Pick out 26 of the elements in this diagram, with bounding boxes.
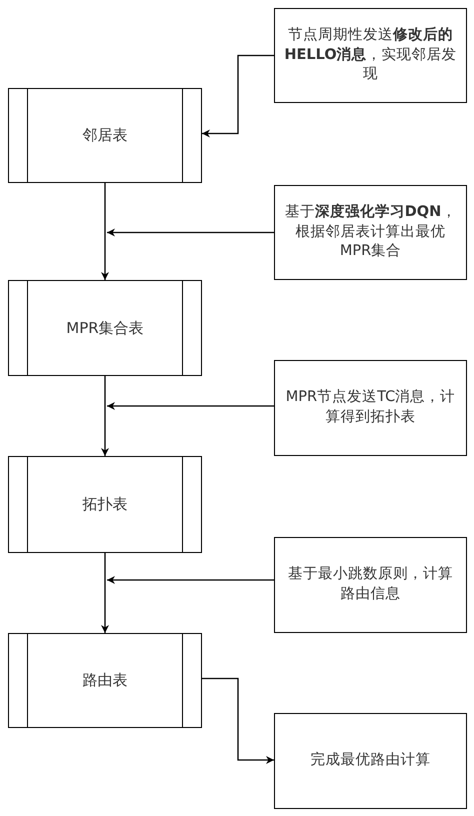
node-text: 邻居表 (82, 125, 128, 146)
arrow (107, 576, 274, 584)
node-text: 基于深度强化学习DQN，根据邻居表计算出最优MPR集合 (284, 203, 458, 262)
process-box (8, 633, 202, 728)
arrow (101, 183, 109, 280)
node-text: 完成最优路由计算 (310, 751, 430, 770)
node-text: 路由表 (82, 670, 128, 691)
arrow (107, 402, 274, 410)
arrow (101, 553, 109, 633)
process-box (8, 456, 202, 553)
node-text: 节点周期性发送修改后的HELLO消息，实现邻居发现 (283, 26, 458, 84)
node-text: MPR节点发送TC消息，计算得到拓扑表 (284, 388, 456, 427)
note-box (274, 185, 467, 280)
note-box (274, 8, 467, 103)
node-text: 拓扑表 (82, 494, 128, 515)
note-box (274, 360, 467, 456)
note-box (274, 537, 467, 633)
node-text: MPR集合表 (66, 318, 144, 338)
arrow (107, 228, 274, 236)
arrow (101, 376, 109, 456)
arrow (202, 54, 274, 138)
arrow (202, 678, 274, 764)
process-box (8, 88, 202, 183)
process-box (8, 280, 202, 376)
note-box (274, 713, 467, 809)
node-text: 基于最小跳数原则，计算路由信息 (287, 565, 454, 604)
